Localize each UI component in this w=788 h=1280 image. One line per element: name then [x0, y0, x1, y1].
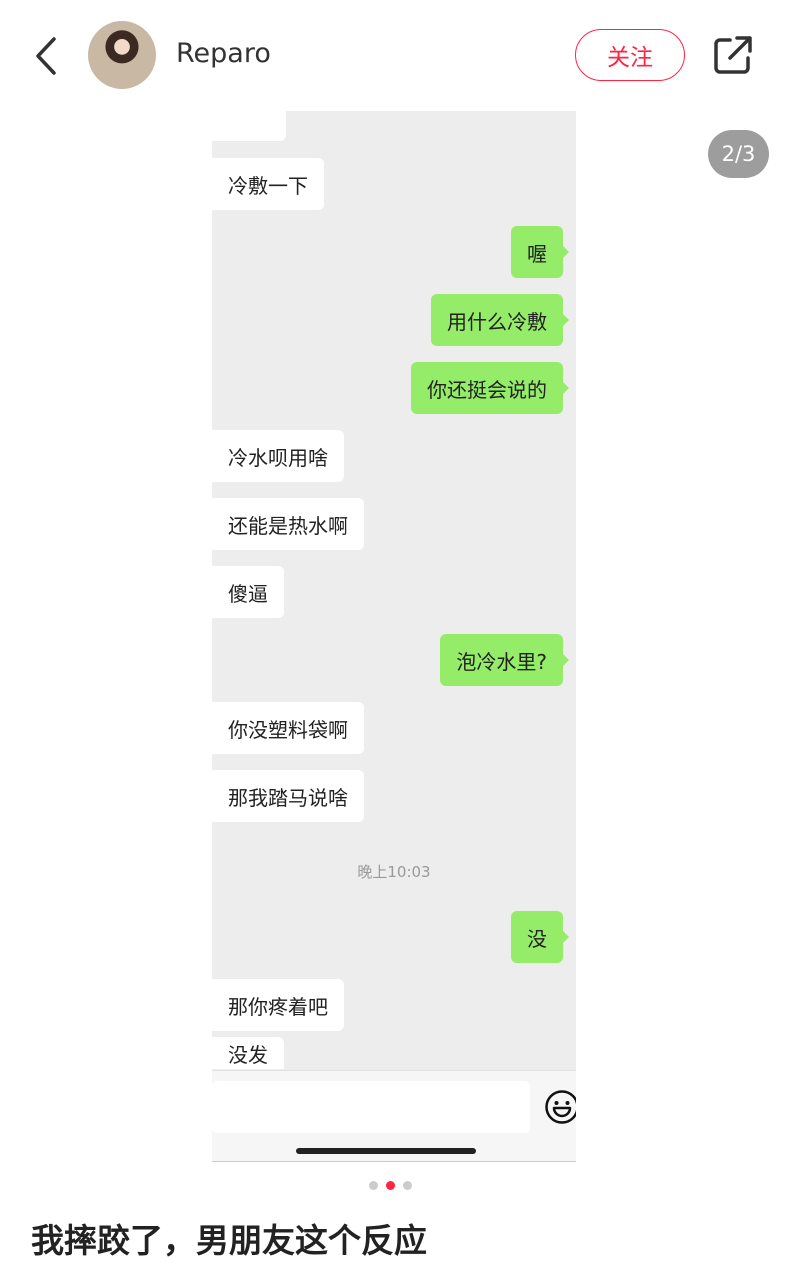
share-icon[interactable]	[712, 34, 754, 76]
chat-screenshot-image: 冷敷一下 喔 用什么冷敷 你还挺会说的 冷水呗用啥 还能是热水啊 傻逼 泡冷水里…	[212, 111, 576, 1162]
message-bubble: 还能是热水啊	[212, 498, 364, 550]
message-bubble: 泡冷水里?	[440, 634, 569, 686]
message-bubble: 傻逼	[212, 566, 284, 618]
carousel-dot[interactable]	[403, 1181, 412, 1190]
message-bubble: 你没塑料袋啊	[212, 702, 364, 754]
message-bubble	[212, 111, 286, 141]
avatar[interactable]	[88, 21, 156, 89]
message-bubble: 喔	[511, 226, 569, 278]
username[interactable]: Reparo	[176, 38, 271, 69]
message-bubble: 用什么冷敷	[431, 294, 569, 346]
message-bubble: 那我踏马说啥	[212, 770, 364, 822]
message-bubble: 冷敷一下	[212, 158, 324, 210]
post-title: 我摔跤了，男朋友这个反应	[31, 1221, 427, 1260]
back-arrow-icon[interactable]	[32, 36, 62, 76]
message-bubble: 你还挺会说的	[411, 362, 569, 414]
chat-input-field	[212, 1081, 530, 1133]
message-bubble: 冷水呗用啥	[212, 430, 344, 482]
message-bubble: 没	[511, 911, 569, 963]
timestamp: 晚上10:03	[357, 863, 431, 881]
emoji-icon	[545, 1090, 576, 1124]
carousel-dot[interactable]	[369, 1181, 378, 1190]
message-bubble: 没发	[212, 1037, 284, 1069]
chat-input-bar	[212, 1070, 576, 1162]
page-counter-badge: 2/3	[708, 130, 769, 178]
carousel-dot-active[interactable]	[386, 1181, 395, 1190]
follow-button[interactable]: 关注	[575, 29, 685, 81]
home-indicator	[296, 1148, 476, 1154]
message-bubble: 那你疼着吧	[212, 979, 344, 1031]
